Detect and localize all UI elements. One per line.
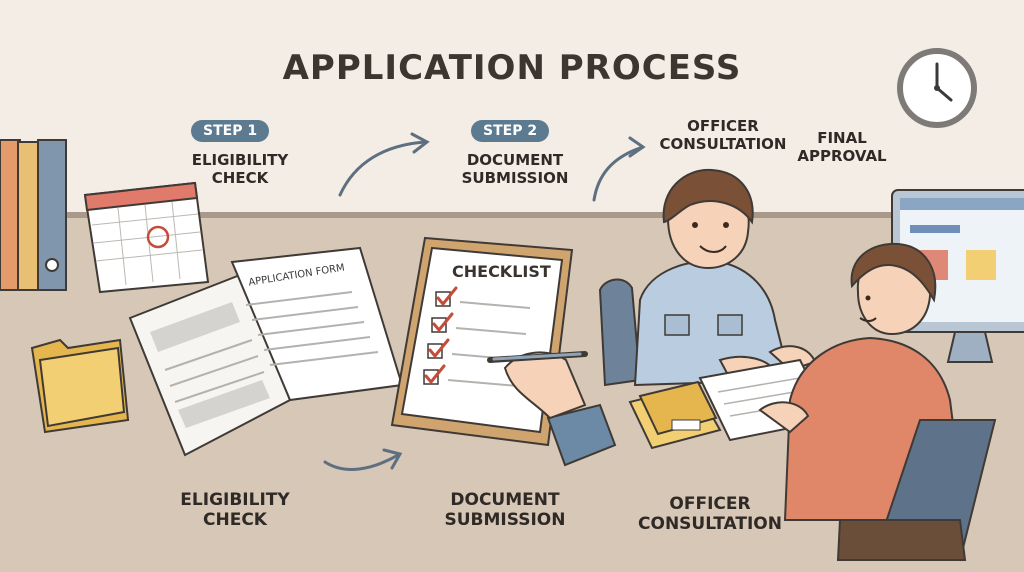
writing-hand bbox=[487, 351, 617, 467]
desk-edge bbox=[0, 212, 1024, 218]
client-figure bbox=[758, 242, 997, 562]
calendar-icon bbox=[83, 181, 210, 294]
clock-icon bbox=[897, 48, 977, 128]
step-3-label: OFFICER CONSULTATION bbox=[659, 117, 787, 153]
step-1-badge: STEP 1 bbox=[191, 120, 270, 142]
checklist-title: CHECKLIST bbox=[452, 262, 551, 281]
folder-icon bbox=[30, 338, 130, 434]
flow-arrows bbox=[323, 132, 646, 471]
binders-icon bbox=[0, 139, 67, 291]
bottom-label-eligibility: ELIGIBILITY CHECK bbox=[180, 490, 290, 531]
step-2-badge: STEP 2 bbox=[471, 120, 550, 142]
wall bbox=[0, 0, 1024, 215]
step-2-label: DOCUMENT SUBMISSION bbox=[461, 151, 569, 187]
bottom-label-document: DOCUMENT SUBMISSION bbox=[444, 490, 566, 531]
application-form-booklet bbox=[128, 246, 404, 457]
step-4-label: FINAL APPROVAL bbox=[797, 129, 887, 165]
step-1-label: ELIGIBILITY CHECK bbox=[191, 151, 289, 187]
bottom-label-officer: OFFICER CONSULTATION bbox=[638, 494, 782, 535]
page-title: APPLICATION PROCESS bbox=[282, 48, 742, 88]
